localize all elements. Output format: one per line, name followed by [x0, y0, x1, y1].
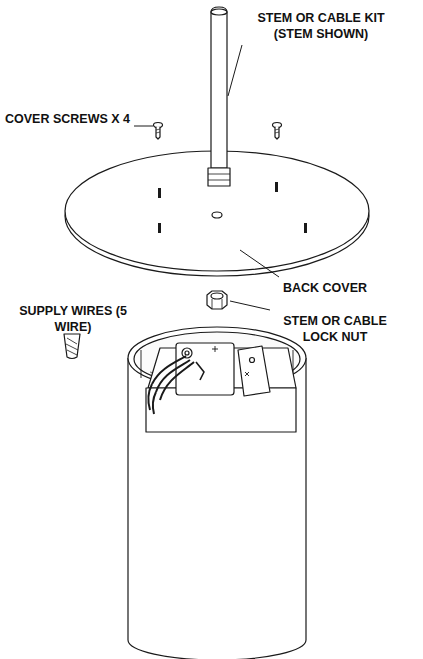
part-label: BACK COVER — [283, 280, 367, 296]
cover-screw — [154, 123, 163, 140]
stem — [208, 7, 230, 186]
cover-screw — [273, 123, 282, 140]
driver-box — [146, 343, 296, 432]
internal-wires — [148, 356, 204, 414]
part-label: STEM OR CABLE LOCK NUT — [274, 313, 396, 345]
part-label: STEM OR CABLE KIT (STEM SHOWN) — [246, 10, 396, 42]
cover-screw-bosses — [158, 182, 307, 233]
leader-line — [228, 45, 242, 96]
leader-line — [240, 250, 279, 277]
lock-nut — [207, 291, 227, 309]
housing-cylinder — [128, 327, 306, 659]
wire-nut — [64, 334, 80, 359]
leader-line — [230, 301, 270, 310]
part-label: COVER SCREWS X 4 — [5, 111, 130, 127]
back-cover — [65, 151, 369, 276]
part-label: SUPPLY WIRES (5 WIRE) — [18, 303, 128, 335]
leader-line — [134, 126, 153, 127]
